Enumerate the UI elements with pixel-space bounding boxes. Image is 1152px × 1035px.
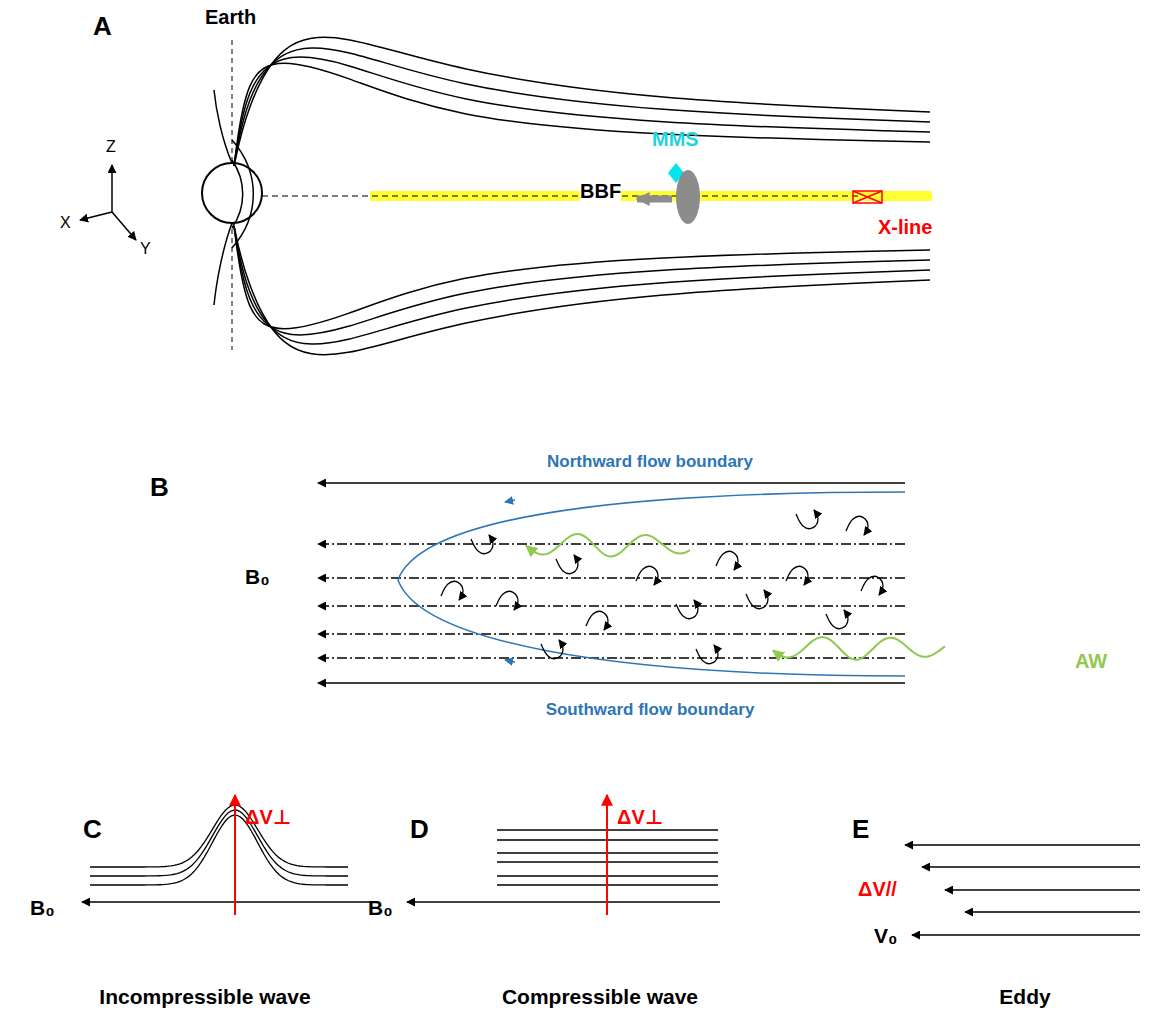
panel-caption: Eddy xyxy=(999,985,1050,1009)
field-label: B₀ xyxy=(30,896,55,920)
velocity-arrow xyxy=(606,795,608,915)
flow-boundary xyxy=(398,492,905,676)
field-line xyxy=(318,633,905,634)
field-line xyxy=(234,226,930,344)
field-label: B₀ xyxy=(368,896,393,920)
panel-letter: D xyxy=(410,815,429,845)
field-line xyxy=(234,63,930,166)
eddy-swirl xyxy=(826,610,848,629)
earth-label: Earth xyxy=(205,6,256,29)
boundary-arrow xyxy=(505,660,515,662)
field-label: B₀ xyxy=(245,565,270,589)
compressible-panel xyxy=(407,795,720,915)
magnetosphere xyxy=(80,37,932,354)
panel-letter: C xyxy=(83,815,102,845)
panel-caption: Compressible wave xyxy=(502,985,698,1009)
velocity-label: ΔV// xyxy=(858,878,897,901)
alfven-wave xyxy=(526,534,690,557)
spacecraft-label: MMS xyxy=(652,128,699,151)
boundary-label: Southward flow boundary xyxy=(546,700,755,720)
eddy-swirl xyxy=(541,640,563,659)
velocity-label: ΔV⊥ xyxy=(617,806,663,829)
field-line xyxy=(318,482,905,484)
velocity-label: ΔV⊥ xyxy=(245,806,291,829)
field-line xyxy=(318,543,905,544)
xline-label: X-line xyxy=(878,216,932,239)
eddy-swirl xyxy=(556,555,578,574)
incompressible-panel xyxy=(82,795,378,915)
panel-letter: E xyxy=(852,815,869,845)
xline-box xyxy=(853,191,882,203)
eddy-swirl xyxy=(716,551,738,570)
eddy-swirl xyxy=(846,516,868,535)
field-line xyxy=(234,48,930,166)
field-line xyxy=(234,226,930,355)
eddy-swirl xyxy=(586,611,608,630)
eddy-swirl xyxy=(696,645,718,664)
bbf-arrow xyxy=(637,196,672,203)
eddy-swirl xyxy=(496,591,518,610)
eddy-swirl xyxy=(786,566,808,585)
eddy-swirl xyxy=(636,566,658,585)
field-line xyxy=(82,901,378,903)
field-line xyxy=(234,226,930,335)
flow-label: BBF xyxy=(580,180,621,203)
field-line xyxy=(234,226,930,329)
axis-arrow xyxy=(112,212,136,240)
eddy-swirl xyxy=(676,600,698,619)
velocity-arrow xyxy=(234,795,236,915)
eddy-swirl xyxy=(796,510,818,529)
field-line xyxy=(318,577,905,578)
field-line xyxy=(214,223,232,305)
axis-label: Y xyxy=(140,240,151,258)
eddy-swirl xyxy=(441,581,463,600)
field-line xyxy=(214,90,232,163)
eddy-swirl xyxy=(746,590,768,609)
eddy-panel xyxy=(905,845,1140,935)
field-line xyxy=(232,160,243,228)
alfven-wave xyxy=(773,637,945,660)
panel-caption: Incompressible wave xyxy=(99,985,310,1009)
field-line xyxy=(318,657,905,658)
axis-arrow xyxy=(80,212,112,220)
axis-label: Z xyxy=(106,138,116,156)
field-line xyxy=(234,37,930,166)
panel-letter: B xyxy=(150,473,169,503)
eddy-swirl xyxy=(471,535,493,554)
xline-cross xyxy=(853,191,882,203)
axis-dashed xyxy=(262,196,860,197)
field-line xyxy=(318,605,905,606)
wave-label: AW xyxy=(1075,650,1107,673)
field-line xyxy=(407,901,720,903)
axis-label: X xyxy=(60,214,71,232)
eddy-swirl xyxy=(861,576,883,595)
boundary-label: Northward flow boundary xyxy=(547,452,753,472)
axis-arrow xyxy=(111,165,113,212)
panel-letter: A xyxy=(93,12,112,42)
field-line xyxy=(234,57,930,166)
perturbed-field-line xyxy=(90,805,348,867)
bbf-panel xyxy=(318,483,945,683)
velocity-label: V₀ xyxy=(874,924,897,948)
field-line xyxy=(318,682,905,684)
boundary-arrow xyxy=(505,500,515,502)
bbf-blob xyxy=(676,170,700,224)
